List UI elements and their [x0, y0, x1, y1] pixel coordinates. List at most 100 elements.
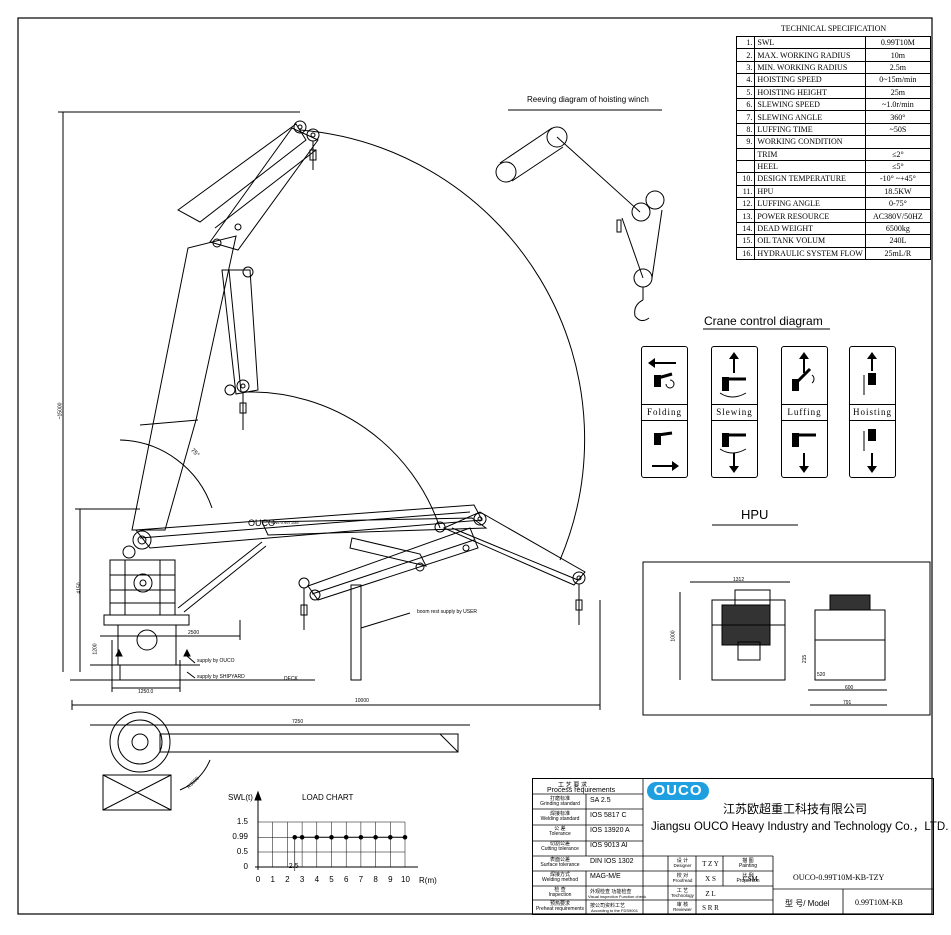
- sign-name: S R R: [702, 904, 719, 912]
- dim-1200: 1200: [92, 643, 99, 655]
- process-row-cn: 预热要求: [549, 901, 570, 907]
- process-row-en: Welding standard: [540, 816, 580, 822]
- swl-point: [373, 835, 378, 840]
- y-tick-label: 1.5: [236, 817, 248, 826]
- swl-point: [388, 835, 393, 840]
- spec-value: 18.5KW: [864, 184, 932, 199]
- spec-title: TECHNICAL SPECIFICATION: [736, 20, 931, 37]
- spec-value: ~1.0r/min: [864, 97, 932, 112]
- dim-height: ~15000: [57, 402, 64, 420]
- spec-value: ~50S: [864, 122, 932, 137]
- process-row-value: 外观检查 功能检查: [590, 889, 632, 895]
- hpu-dim-600: 600: [845, 685, 854, 691]
- x-tick-label: 1: [270, 875, 275, 884]
- dim-7250: 7250: [292, 719, 304, 725]
- spec-key: MIN. WORKING RADIUS: [754, 60, 866, 75]
- process-row-cn: 焊接方式: [549, 872, 570, 878]
- spec-value: 10m: [864, 48, 932, 62]
- deck-label: DECK: [284, 676, 298, 682]
- hpu-dim-520: 520: [817, 672, 826, 678]
- sign-name: T Z Y: [702, 860, 719, 868]
- preheat-en: According to the FDS9001: [591, 908, 638, 913]
- spec-key: OIL TANK VOLUM: [754, 234, 866, 248]
- spec-row: 9.WORKING CONDITION: [735, 135, 932, 149]
- spec-value: 360°: [864, 110, 932, 124]
- process-title-cn: 工 艺 要 求: [558, 783, 588, 789]
- swl-point: [299, 835, 305, 840]
- process-row-value: IOS 13920 A: [590, 827, 630, 834]
- hpu-title: HPU: [741, 507, 769, 522]
- sign-role-cn: 设 计: [676, 858, 689, 864]
- sign2-role-en: Painting: [738, 863, 758, 869]
- x-tick-label: 0: [255, 875, 261, 884]
- spec-number: 3.: [735, 60, 756, 75]
- spec-row: TRIM≤2°: [735, 147, 932, 161]
- hpu-drawing: [642, 561, 931, 716]
- x-tick-label: 3: [299, 875, 305, 884]
- dim-10000: 10000: [355, 698, 369, 704]
- spec-key: HPU: [754, 184, 866, 199]
- spec-number: 16.: [735, 246, 756, 261]
- load-chart-xlabel: R(m): [419, 876, 437, 885]
- dim-1250: 1250.0: [138, 689, 154, 695]
- luffing-icon: [792, 352, 816, 473]
- process-row-value: IOS 5817 C: [590, 812, 627, 819]
- process-row-cn: 切割公差: [549, 841, 570, 847]
- spec-key: SLEWING ANGLE: [754, 110, 866, 124]
- sign-name: Z L: [705, 890, 716, 898]
- y-tick-label: 0: [243, 862, 248, 871]
- spec-value: 25m: [864, 85, 932, 99]
- dim-2500: 2500: [188, 630, 200, 636]
- boom-model: SWL 0.99T10M: [271, 520, 299, 525]
- x-tick-2-5: 2.5: [288, 863, 299, 870]
- sign-role-en: Technology: [671, 893, 694, 898]
- load-chart-ylabel: SWL(t): [228, 793, 253, 802]
- company-en: Jiangsu OUCO Heavy Industry and Technolo…: [651, 821, 949, 833]
- spec-number: 12.: [735, 197, 756, 211]
- painting-name: CSM: [743, 875, 758, 883]
- control-luffing: Luffing: [781, 346, 828, 478]
- control-slewing: Slewing: [711, 346, 758, 478]
- spec-number: 7.: [735, 110, 756, 124]
- dim-4150: 4150: [76, 582, 83, 594]
- load-chart-title: LOAD CHART: [302, 793, 354, 802]
- hoisting-label: Hoisting: [850, 404, 895, 421]
- x-tick-label: 7: [358, 875, 364, 884]
- spec-number: 5.: [735, 85, 756, 99]
- boom-brand: OUCO: [248, 518, 275, 528]
- process-row-cn: 检 查: [554, 887, 566, 893]
- folding-icon: [648, 358, 679, 471]
- spec-number: 2.: [735, 48, 756, 62]
- spec-row: 6.SLEWING SPEED~1.0r/min: [735, 97, 932, 112]
- swl-point: [343, 835, 349, 840]
- x-tick-label: 4: [314, 875, 320, 884]
- process-title-en: Process requirements: [547, 787, 616, 794]
- reeving-diagram: [495, 109, 665, 322]
- inspection-en: Visual inspection Function check: [588, 894, 646, 899]
- x-tick-label: 10: [401, 875, 410, 884]
- boom-rest-label: boom rest supply by USER: [417, 609, 478, 615]
- slewing-icon: [719, 352, 747, 473]
- spec-key: DESIGN TEMPERATURE: [754, 172, 866, 186]
- process-row-value: SA 2.5: [590, 797, 611, 804]
- ouco-logo: OUCO: [647, 782, 709, 800]
- spec-value: 0-75°: [864, 197, 932, 211]
- spec-key: POWER RESOURCE: [754, 209, 866, 223]
- process-row-value: 按公司资料工艺: [590, 903, 626, 909]
- spec-key: DEAD WEIGHT: [754, 221, 866, 236]
- sign-role-cn: 审 核: [676, 902, 689, 908]
- process-row-en: Tolerance: [549, 831, 571, 837]
- load-chart: [254, 790, 418, 871]
- sign2-role-en: Proportion: [736, 878, 760, 884]
- slewing-label: Slewing: [712, 404, 757, 421]
- supply-shipyard-label: supply by SHIPYARD: [197, 674, 245, 680]
- spec-key: HEEL: [754, 159, 866, 174]
- x-tick-label: 9: [388, 875, 393, 884]
- process-row-value: IOS 9013 AI: [590, 842, 628, 849]
- spec-value: 2.5m: [864, 60, 932, 75]
